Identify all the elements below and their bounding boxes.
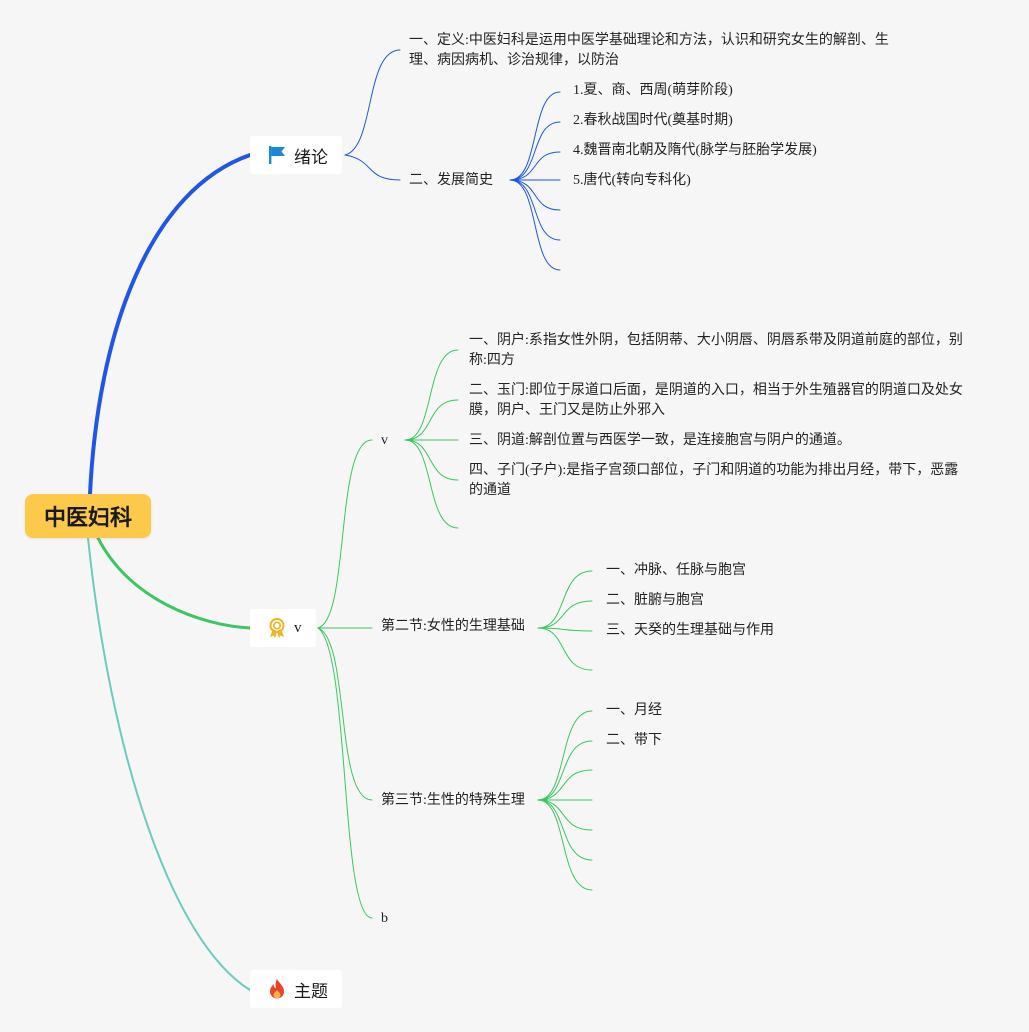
- fire-icon: [266, 978, 288, 1000]
- special-item[interactable]: 二、带下: [606, 733, 662, 748]
- branch-section-label: v: [294, 619, 302, 636]
- link-anatomy-4: [404, 439, 459, 481]
- link-s1-b: [317, 627, 373, 919]
- link-history-2: [509, 121, 561, 181]
- physiology-item[interactable]: 三、天癸的生理基础与作用: [606, 623, 774, 638]
- flag-icon: [266, 144, 288, 166]
- link-phys-2: [537, 600, 593, 629]
- physiology-item[interactable]: 二、脏腑与胞宫: [606, 593, 704, 608]
- link-special-6: [537, 799, 593, 861]
- history-item[interactable]: 1.夏、商、西周(萌芽阶段): [573, 83, 733, 98]
- branch-intro-label: 绪论: [294, 147, 328, 168]
- link-intro-definition: [344, 49, 401, 156]
- root-node[interactable]: 中医妇科: [25, 494, 151, 538]
- section-special[interactable]: 第三节:生性的特殊生理: [381, 793, 525, 808]
- link-phys-1: [537, 570, 593, 629]
- link-history-7: [509, 179, 561, 271]
- physiology-item[interactable]: 一、冲脉、任脉与胞宫: [606, 563, 746, 578]
- branch-topic-label: 主题: [294, 981, 328, 1002]
- link-root-topic: [87, 537, 251, 991]
- branch-section[interactable]: v: [250, 609, 316, 647]
- intro-definition[interactable]: 一、定义:中医妇科是运用中医学基础理论和方法，认识和研究女生的解剖、生理、病因病…: [409, 33, 889, 68]
- link-history-6: [509, 179, 561, 241]
- link-special-2: [537, 740, 593, 801]
- link-history-3: [509, 151, 561, 181]
- section-anatomy[interactable]: v: [381, 433, 388, 448]
- branch-topic[interactable]: 主题: [250, 970, 342, 1008]
- link-anatomy-2: [404, 399, 459, 441]
- link-special-5: [537, 799, 593, 831]
- link-history-1: [509, 91, 561, 181]
- section-physiology[interactable]: 第二节:女性的生理基础: [381, 619, 525, 634]
- history-item[interactable]: 4.魏晋南北朝及隋代(脉学与胚胎学发展): [573, 143, 817, 158]
- link-phys-4: [537, 627, 593, 671]
- link-intro-history: [344, 154, 401, 181]
- link-special-7: [537, 799, 593, 891]
- anatomy-item[interactable]: 四、子门(子户):是指子宫颈口部位，子门和阴道的功能为排出月经，带下，恶露的通道: [469, 463, 959, 498]
- link-root-intro: [88, 153, 252, 496]
- link-s1-special: [317, 627, 373, 801]
- branch-intro[interactable]: 绪论: [250, 136, 342, 174]
- link-anatomy-5: [404, 439, 459, 529]
- link-anatomy-1: [404, 349, 459, 441]
- history-item[interactable]: 5.唐代(转向专科化): [573, 173, 691, 188]
- special-item[interactable]: 一、月经: [606, 703, 662, 718]
- section-b[interactable]: b: [381, 911, 388, 926]
- link-root-section1: [96, 536, 252, 630]
- link-s1-anatomy: [317, 439, 373, 629]
- award-ribbon-icon: [266, 617, 288, 639]
- intro-history[interactable]: 二、发展简史: [409, 173, 493, 188]
- link-phys-3: [537, 627, 593, 632]
- anatomy-item[interactable]: 一、阴户:系指女性外阴，包括阴蒂、大小阴唇、阴唇系带及阴道前庭的部位，别称:四方: [469, 333, 963, 368]
- link-special-1: [537, 710, 593, 801]
- anatomy-item[interactable]: 二、玉门:即位于尿道口后面，是阴道的入口，相当于外生殖器官的阴道口及处女膜，阴户…: [469, 383, 963, 418]
- history-item[interactable]: 2.春秋战国时代(奠基时期): [573, 113, 733, 128]
- link-history-5: [509, 179, 561, 211]
- root-label: 中医妇科: [43, 506, 132, 531]
- link-special-3: [537, 769, 593, 801]
- anatomy-item[interactable]: 三、阴道:解剖位置与西医学一致，是连接胞宫与阴户的通道。: [469, 433, 851, 448]
